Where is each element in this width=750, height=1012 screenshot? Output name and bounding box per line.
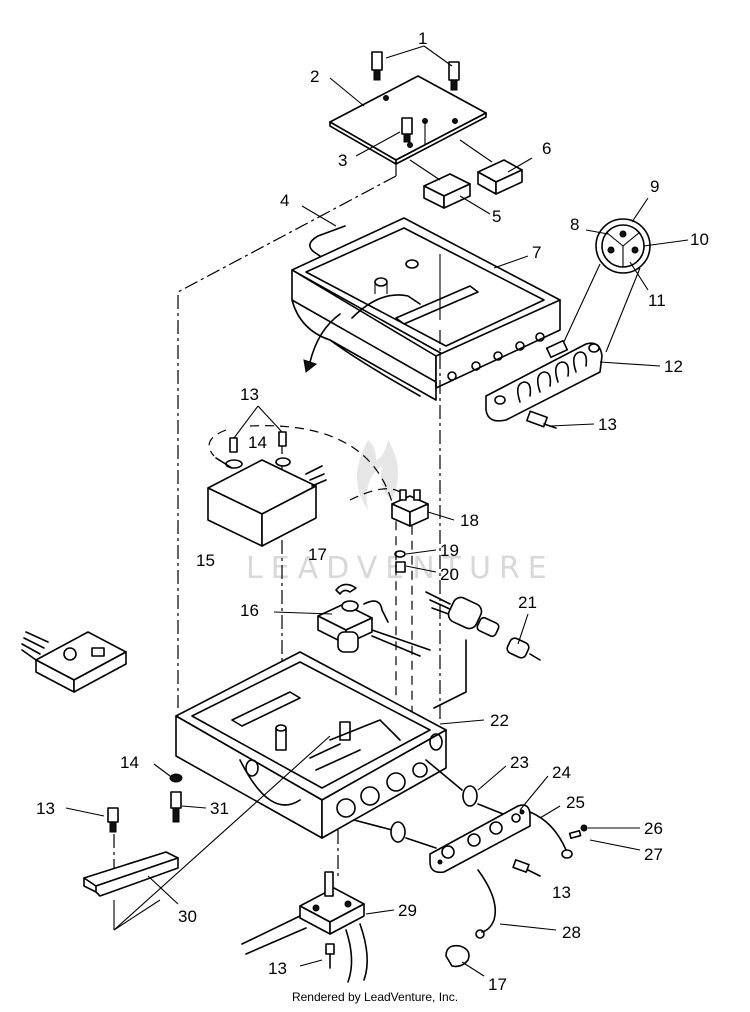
callout-18: 18: [460, 511, 479, 530]
sensor-29: [241, 871, 368, 983]
clip-17a: [335, 583, 357, 595]
callout-24: 24: [552, 763, 571, 782]
callout-17-lower: 17: [488, 975, 507, 994]
screw-26-27: [568, 824, 588, 839]
callout-9: 9: [650, 177, 659, 196]
connector-plug: [561, 218, 651, 353]
callout-4: 4: [280, 191, 289, 210]
upper-housing: [291, 217, 561, 401]
callout-16: 16: [240, 601, 259, 620]
screw-1b: [448, 61, 460, 91]
callout-15: 15: [196, 551, 215, 570]
callout-14-left: 14: [120, 753, 139, 772]
module-15: [207, 431, 327, 547]
callout-7: 7: [532, 243, 541, 262]
bracket-30: [83, 851, 179, 931]
wire-25: [529, 811, 567, 851]
callout-29: 29: [398, 901, 417, 920]
callout-26: 26: [644, 819, 663, 838]
wire-loop-15: [208, 429, 227, 457]
callout-31: 31: [210, 799, 229, 818]
callout-numbers: 1 2 3 4 5 6 7 8 9 10 11 12 13 13 14 15 1…: [36, 29, 709, 994]
callout-23: 23: [510, 753, 529, 772]
callout-22: 22: [490, 711, 509, 730]
clip-17b: [445, 944, 470, 968]
relay-5: [409, 159, 471, 209]
callout-13-plate: 13: [552, 883, 571, 902]
screw-1a: [371, 51, 383, 81]
callout-27: 27: [644, 845, 663, 864]
bracket-12: [485, 339, 603, 422]
callout-3: 3: [338, 151, 347, 170]
plate-24: [429, 804, 531, 874]
screw-3: [401, 117, 413, 143]
callout-14-module: 14: [248, 433, 267, 452]
callout-17-upper: 17: [308, 545, 327, 564]
assembly-line-left: [177, 175, 397, 708]
lower-housing: [175, 651, 447, 839]
callout-10: 10: [690, 230, 709, 249]
screw-13-bottom: [325, 943, 335, 969]
callout-13-left: 13: [36, 799, 55, 818]
callout-13-module: 13: [240, 385, 259, 404]
footer-credit: Rendered by LeadVenture, Inc.: [291, 990, 459, 1004]
screw-13-left: [107, 807, 119, 833]
callout-1: 1: [418, 29, 427, 48]
callout-21: 21: [518, 593, 537, 612]
coil-18: [391, 489, 429, 573]
callout-13-bracket: 13: [598, 415, 617, 434]
callout-2: 2: [310, 67, 319, 86]
callout-12: 12: [664, 357, 683, 376]
circuit-board: [21, 631, 127, 693]
callout-5: 5: [492, 207, 501, 226]
callout-28: 28: [562, 923, 581, 942]
callout-13-bottom: 13: [268, 959, 287, 978]
callout-11: 11: [648, 291, 666, 310]
callout-19: 19: [440, 541, 459, 560]
leader-lines: [65, 45, 689, 977]
connector-21: [425, 591, 541, 709]
callout-20: 20: [440, 565, 459, 584]
solenoid-16: [317, 600, 431, 657]
wire-4: [309, 225, 346, 257]
relay-6: [459, 139, 523, 195]
callout-30: 30: [178, 907, 197, 926]
screw-31: [170, 791, 182, 823]
washer-14-left: [169, 773, 183, 783]
callout-25: 25: [566, 793, 585, 812]
cover-plate-assembly: [329, 51, 487, 165]
callout-8: 8: [570, 215, 579, 234]
screw-13-plate: [512, 859, 541, 877]
callout-6: 6: [542, 139, 551, 158]
wire-28: [477, 869, 497, 933]
